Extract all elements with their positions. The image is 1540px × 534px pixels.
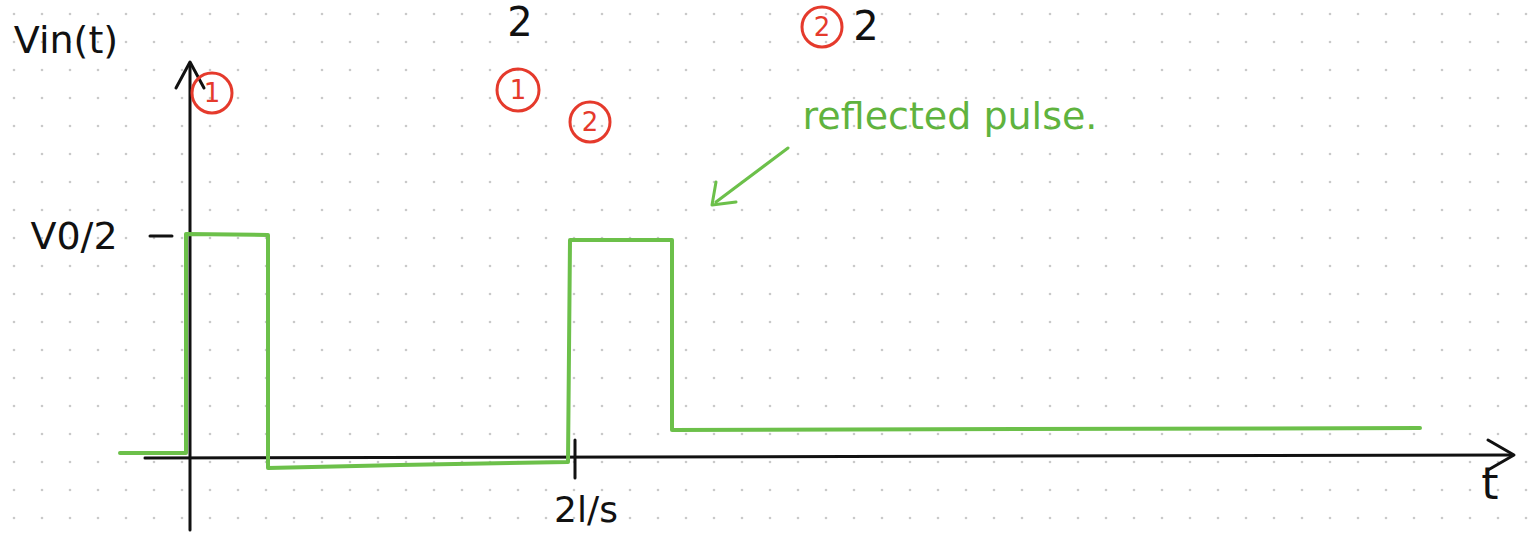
- y-axis-arrowhead: [176, 62, 204, 88]
- callout-circle: [497, 69, 539, 111]
- page-number: 2: [853, 6, 878, 46]
- x-tick: [574, 440, 577, 478]
- x-axis: [145, 455, 1512, 458]
- callout-number: 2: [814, 14, 831, 40]
- pulse-signal: [120, 234, 1420, 468]
- page-number: 2: [507, 2, 532, 42]
- leader-arrowhead: [712, 182, 736, 205]
- callout-circle: [570, 102, 610, 142]
- callout-number: 1: [510, 77, 527, 103]
- axis-value: V0/2: [30, 217, 117, 255]
- callout-number: 1: [204, 80, 221, 106]
- axis-value: 2l/s: [554, 492, 618, 528]
- callout-number: 2: [582, 109, 599, 135]
- y-axis: [189, 64, 192, 530]
- axis-label: t: [1481, 462, 1498, 506]
- callout-circle: [802, 7, 842, 47]
- callout-circle: [192, 73, 232, 113]
- axis-label: Vin(t): [14, 21, 118, 59]
- leader-arrow: [716, 148, 788, 202]
- annotation: reflected pulse.: [803, 97, 1098, 135]
- y-tick: [150, 235, 172, 238]
